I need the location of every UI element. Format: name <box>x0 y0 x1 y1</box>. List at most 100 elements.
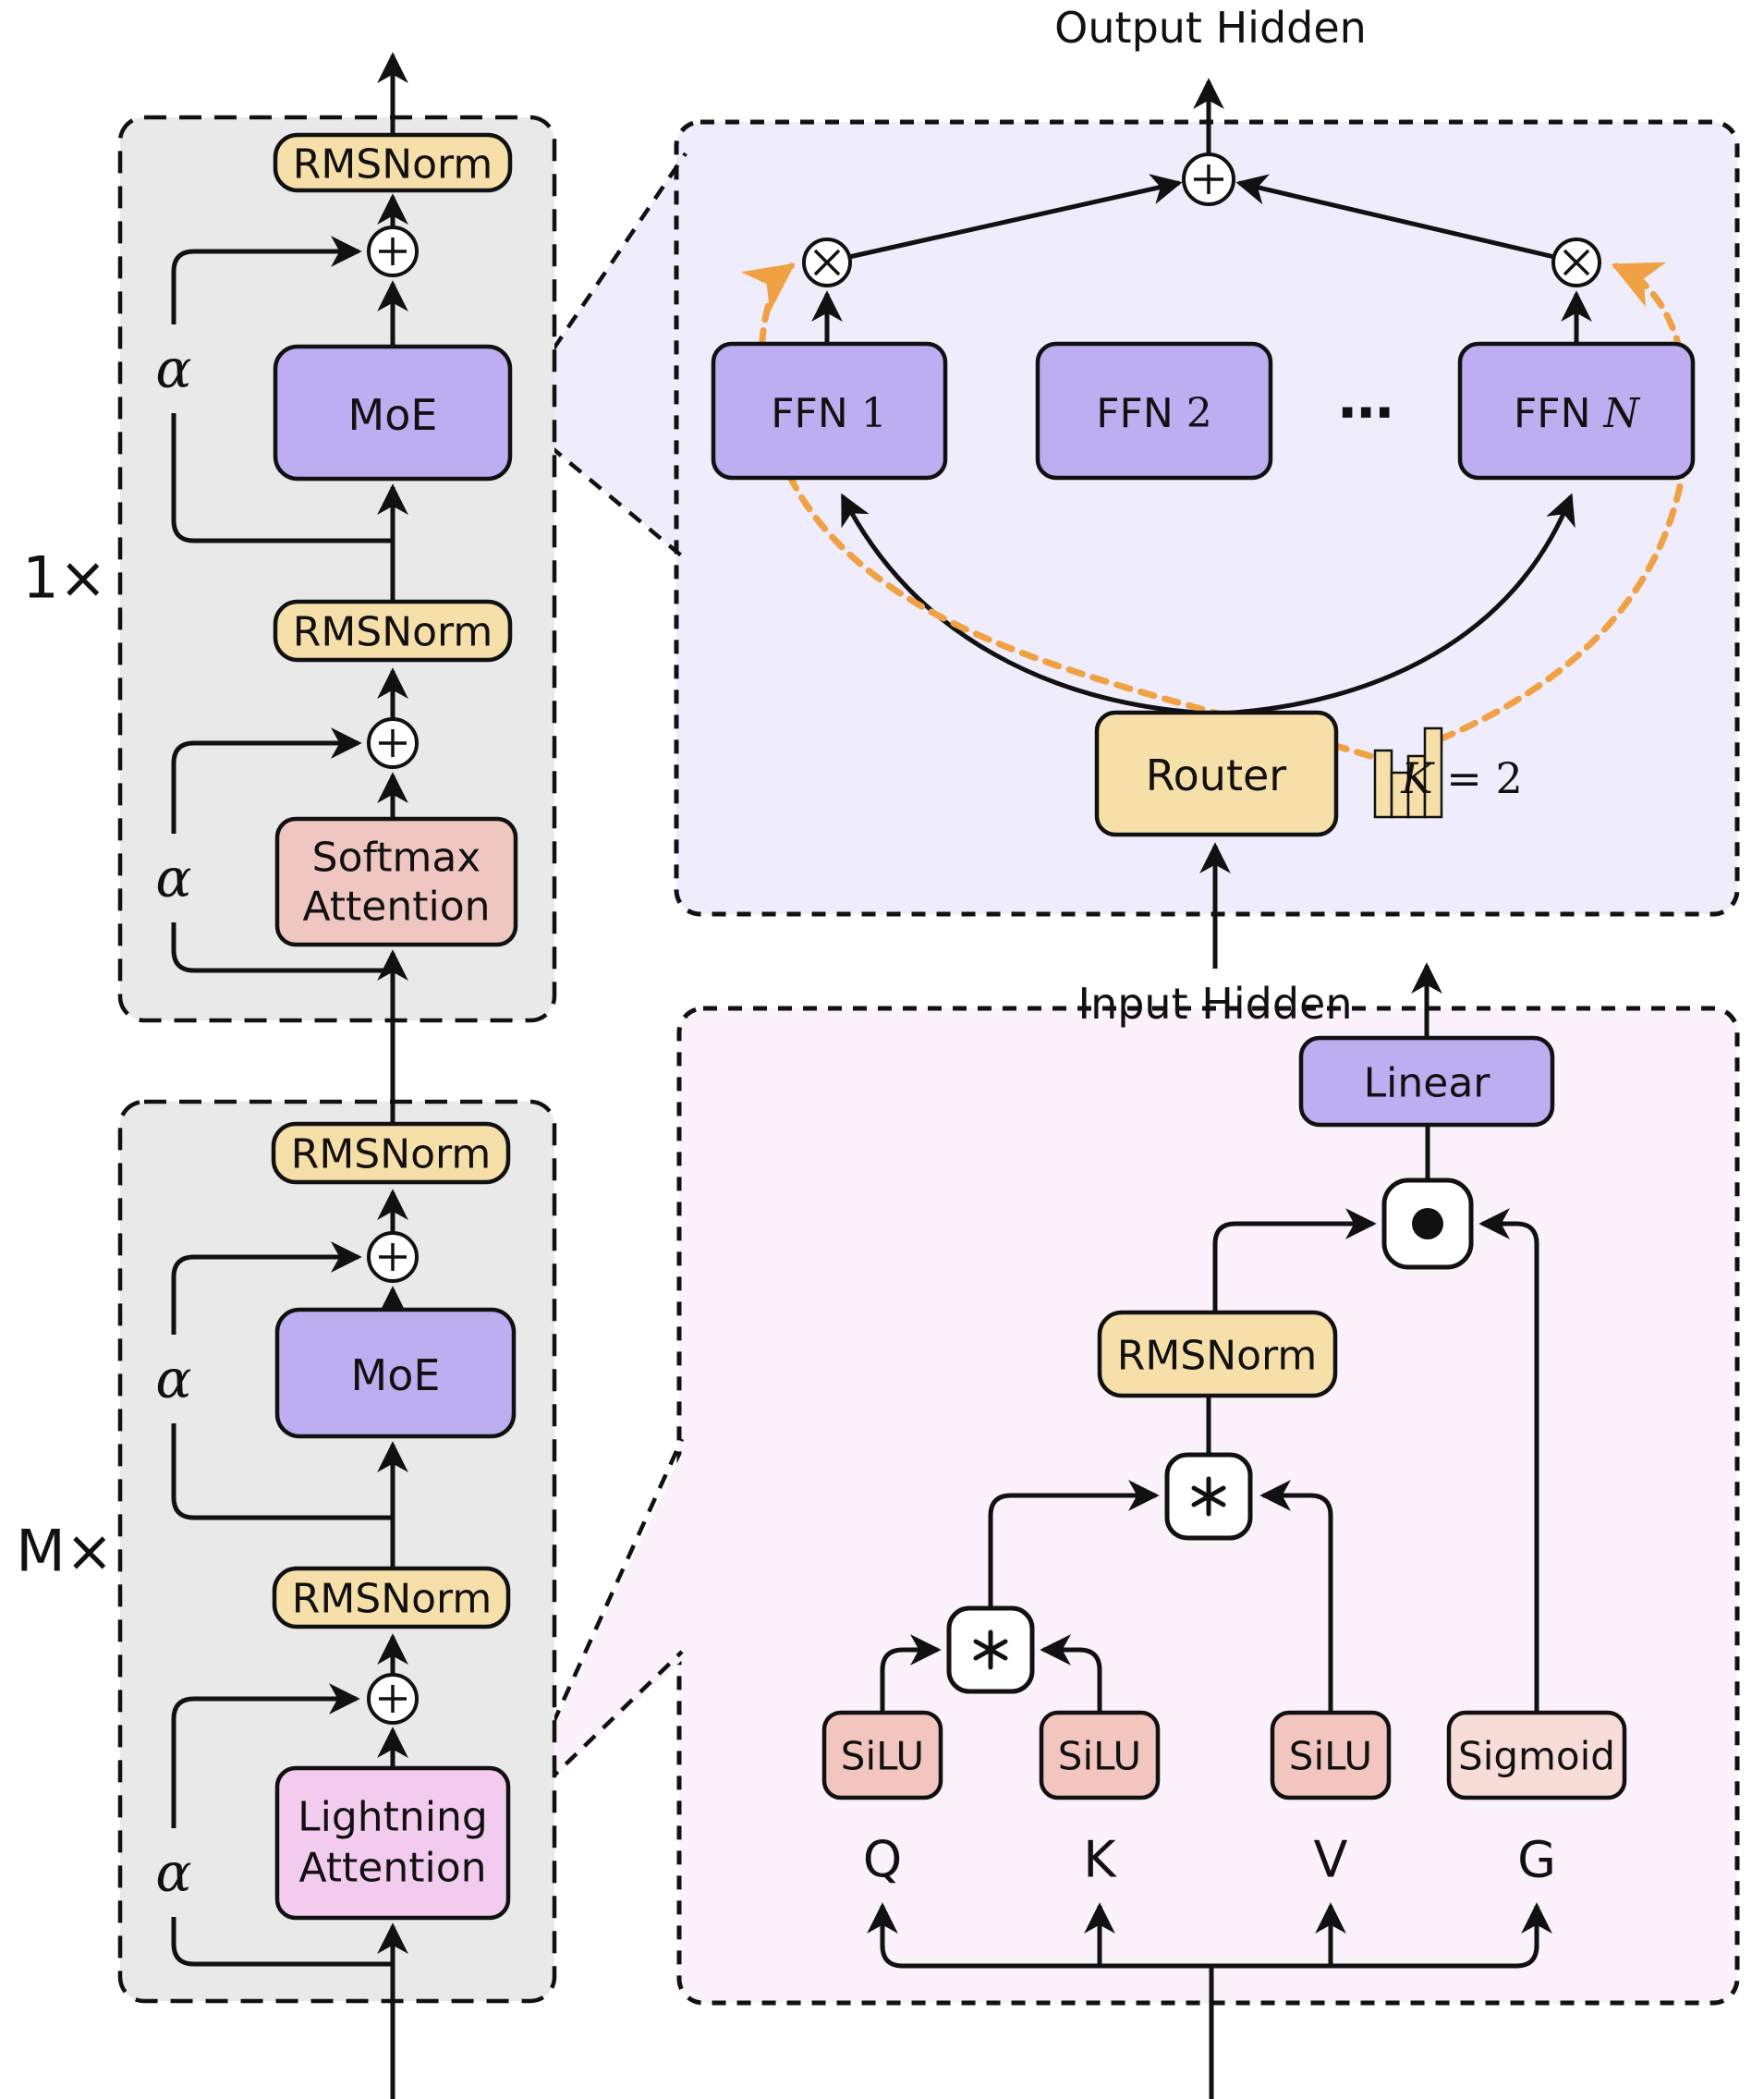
router-box: Router <box>1094 710 1339 837</box>
residual-loop-moe-1x <box>171 236 393 543</box>
query-label: Q <box>863 1831 903 1889</box>
softmax-attention-label-1: Softmax <box>312 835 481 882</box>
sigmoid-box: Sigmoid <box>1446 1710 1627 1800</box>
ffn-expert-n-box: FFN N <box>1457 341 1696 481</box>
rmsnorm-box-1-label: RMSNorm <box>293 141 493 189</box>
silu-v-label: SiLU <box>1289 1734 1372 1779</box>
plus-icon <box>379 238 407 265</box>
group-mx-label: M× <box>16 1518 113 1585</box>
lightning-attention-bg <box>274 1765 511 1921</box>
elementwise-product-node-upper <box>1164 1452 1253 1541</box>
silu-k-box: SiLU <box>1039 1710 1161 1800</box>
silu-k-label: SiLU <box>1058 1734 1141 1779</box>
asterisk-icon <box>973 1629 1008 1670</box>
value-label: V <box>1314 1831 1348 1889</box>
rmsnorm-box-3-bg <box>271 1121 511 1185</box>
gate-product-node <box>1381 1178 1474 1270</box>
add-node-2 <box>367 717 419 769</box>
ffn-n-label: FFN N <box>1514 390 1641 437</box>
asterisk-icon <box>1191 1476 1226 1517</box>
rmsnorm-box-attn: RMSNorm <box>1097 1310 1338 1398</box>
lightning-attention-label-2: Attention <box>298 1845 486 1892</box>
ffn-expert-1-box: FFN 1 <box>711 341 948 481</box>
moe-box-1x: MoE <box>273 344 513 482</box>
ffn-1-label: FFN 1 <box>771 390 887 437</box>
add-node-moe-panel <box>1182 153 1235 206</box>
linear-box: Linear <box>1298 1035 1555 1128</box>
add-node-4 <box>367 1673 419 1725</box>
topk-value-label: K = 2 <box>1400 753 1522 803</box>
rmsnorm-box-2-bg <box>273 599 513 663</box>
silu-v-bg <box>1270 1710 1392 1800</box>
alpha-scale-label-1: α <box>155 337 191 400</box>
sigmoid-bg <box>1446 1710 1627 1800</box>
elementwise-product-node-lower <box>946 1605 1035 1694</box>
rmsnorm-attn-label: RMSNorm <box>1117 1333 1317 1380</box>
silu-v-box: SiLU <box>1270 1710 1392 1800</box>
moe-box-mx-bg <box>274 1307 517 1439</box>
ffn-n-bg <box>1457 341 1696 481</box>
lightning-attention-label-1: Lightning <box>298 1794 488 1841</box>
rmsnorm-box-3-label: RMSNorm <box>291 1131 491 1178</box>
topk-bar-chart-icon <box>1373 726 1443 819</box>
softmax-attention-label-2: Attention <box>302 884 490 931</box>
output-hidden-label: Output Hidden <box>1054 3 1367 53</box>
topk-routing-arc-right <box>1436 262 1691 743</box>
transformer-block-group-1x <box>117 115 557 1023</box>
router-bg <box>1094 710 1339 837</box>
alpha-scale-label-4: α <box>155 1841 191 1904</box>
circle-times-icon <box>813 249 841 276</box>
group-1x-label: 1× <box>22 544 106 612</box>
moe-box-mx: MoE <box>274 1307 517 1439</box>
rmsnorm-box-2: RMSNorm <box>273 599 513 663</box>
moe-panel-flow-arrows <box>811 78 1592 969</box>
rmsnorm-box-4: RMSNorm <box>272 1566 511 1629</box>
alpha-scale-label-2: α <box>155 847 191 909</box>
ffn-1-bg <box>711 341 948 481</box>
ffn-expert-2-box: FFN 2 <box>1035 341 1273 481</box>
residual-loop-moe-mx <box>171 1241 393 1520</box>
residual-loop-lightning-attention <box>171 1683 393 1967</box>
alpha-scale-label-3: α <box>155 1348 191 1410</box>
gate-label: G <box>1517 1831 1556 1889</box>
moe-box-1x-bg <box>273 344 513 482</box>
residual-loop-softmax-attention <box>171 727 393 973</box>
ellipsis-experts: ⋯ <box>1338 381 1393 445</box>
linear-label: Linear <box>1364 1060 1491 1107</box>
rmsnorm-attn-bg <box>1097 1310 1338 1398</box>
plus-icon <box>379 1243 407 1271</box>
moe-box-mx-label: MoE <box>351 1350 441 1400</box>
add-node-3 <box>367 1231 419 1283</box>
rmsnorm-box-1-bg <box>273 132 513 193</box>
lightning-panel-flow-arrows <box>867 962 1552 2099</box>
sigmoid-label: Sigmoid <box>1458 1734 1615 1779</box>
ffn-2-bg <box>1035 341 1273 481</box>
plus-icon <box>379 729 407 757</box>
rmsnorm-box-4-bg <box>272 1566 511 1629</box>
rmsnorm-box-3: RMSNorm <box>271 1121 511 1185</box>
input-hidden-label: Input Hidden <box>1078 979 1353 1029</box>
rmsnorm-box-2-label: RMSNorm <box>293 609 493 656</box>
softmax-attention-bg <box>274 816 518 947</box>
plus-icon <box>1194 165 1223 194</box>
router-label: Router <box>1146 751 1287 800</box>
silu-q-box: SiLU <box>821 1710 943 1800</box>
rmsnorm-box-1: RMSNorm <box>273 132 513 193</box>
plus-icon <box>379 1685 407 1713</box>
silu-k-bg <box>1039 1710 1161 1800</box>
add-node-1 <box>367 226 419 277</box>
moe-zoom-wedge <box>510 153 686 559</box>
moe-box-1x-label: MoE <box>348 390 438 440</box>
multiply-node-right <box>1551 238 1601 287</box>
linear-bg <box>1298 1035 1555 1128</box>
rmsnorm-box-4-label: RMSNorm <box>292 1576 492 1623</box>
silu-q-bg <box>821 1710 943 1800</box>
circle-times-icon <box>1563 249 1590 276</box>
dot-product-icon <box>1412 1208 1443 1239</box>
key-label: K <box>1083 1831 1117 1889</box>
lightning-attention-box: Lightning Attention <box>274 1765 511 1921</box>
ffn-2-label: FFN 2 <box>1096 390 1212 437</box>
multiply-node-left <box>802 238 852 287</box>
